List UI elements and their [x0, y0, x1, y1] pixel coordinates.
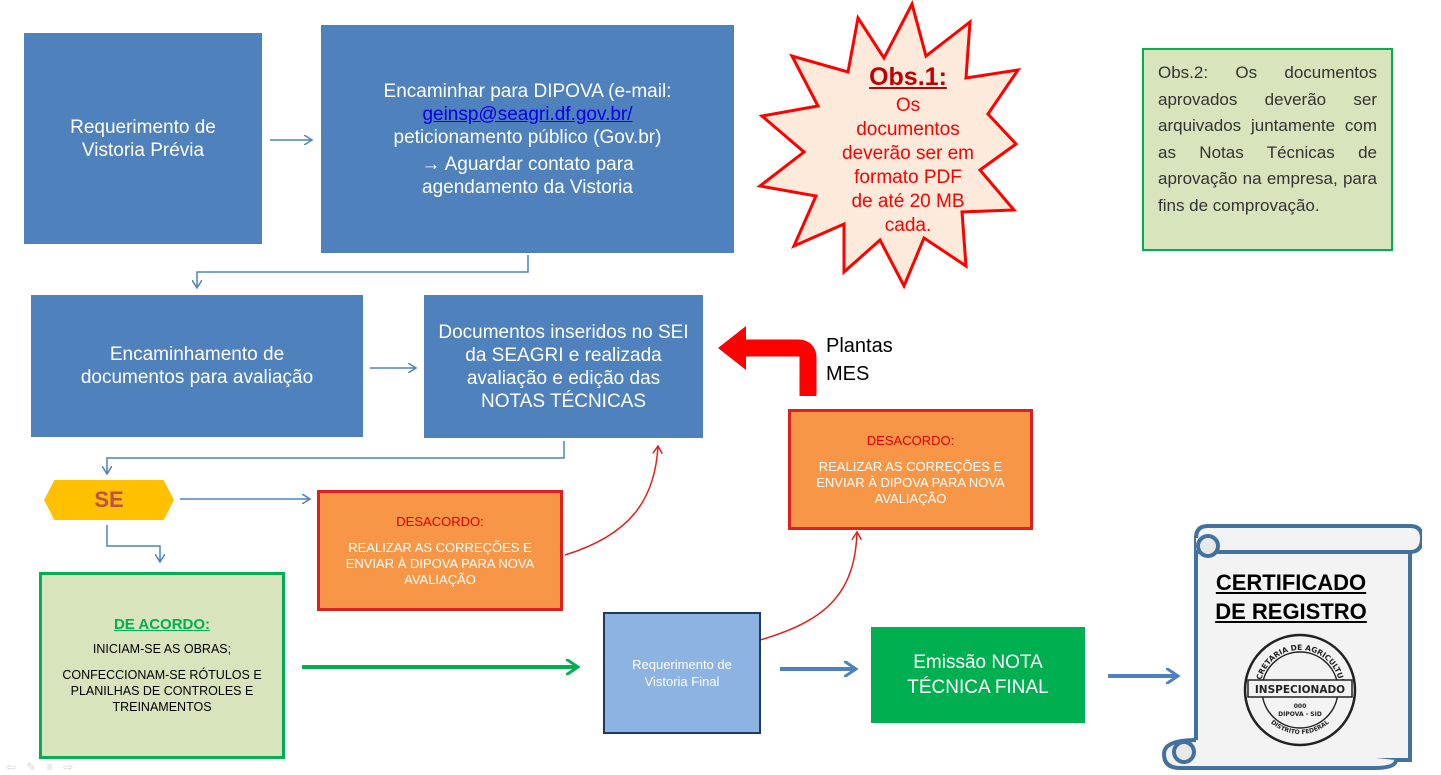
se-decision-hexagon: SE — [44, 480, 174, 520]
certificado-title-line1: CERTIFICADO — [1215, 570, 1367, 595]
box-encaminhar-dipova: Encaminhar para DIPOVA (e-mail: geinsp@s… — [321, 25, 734, 253]
box-desacordo-2: DESACORDO: REALIZAR AS CORREÇÕES E ENVIA… — [788, 409, 1033, 530]
seal-dept-text: DIPOVA - SID — [1278, 711, 1322, 718]
box-requerimento-final: Requerimento de Vistoria Final — [603, 612, 761, 734]
obs2-box: Obs.2: Os documentos aprovados deverão s… — [1142, 48, 1393, 251]
box-emissao-nota-final-text: Emissão NOTA TÉCNICA FINAL — [907, 652, 1049, 698]
desacordo-1-title: DESACORDO: — [396, 513, 484, 529]
label-plantas-mes: Plantas MES — [826, 332, 893, 388]
email-link[interactable]: geinsp@seagri.df.gov.br/ — [422, 103, 633, 125]
desacordo-1-text: REALIZAR AS CORREÇÕES E ENVIAR À DIPOVA … — [345, 539, 535, 587]
arrow-final-to-desacordo2 — [759, 532, 857, 641]
encaminhar-line3: peticionamento público (Gov.br) — [393, 126, 662, 148]
certificado-title-line2: DE REGISTRO — [1215, 599, 1367, 624]
uturn-arrow-head — [718, 326, 746, 370]
de-acordo-title: DE ACORDO: — [113, 616, 211, 633]
box-encaminhamento-documentos-text: Encaminhamento de documentos para avalia… — [80, 344, 314, 388]
menu-icon[interactable]: ≡ — [46, 760, 54, 774]
box-desacordo-1: DESACORDO: REALIZAR AS CORREÇÕES E ENVIA… — [317, 490, 563, 611]
de-acordo-line2: CONFECCIONAM-SE RÓTULOS E PLANILHAS DE C… — [62, 668, 262, 714]
arrow-desacordo-to-sei — [564, 446, 658, 556]
obs1-title: Obs.1: — [869, 63, 947, 91]
encaminhar-line4: → Aguardar contato para agendamento da V… — [421, 153, 634, 198]
slideshow-controls[interactable]: ⇦ ✎ ≡ ⇨ — [6, 760, 73, 774]
desacordo-2-text: REALIZAR AS CORREÇÕES E ENVIAR À DIPOVA … — [816, 458, 1005, 506]
arrow-sei-to-se — [107, 441, 565, 474]
box-emissao-nota-final: Emissão NOTA TÉCNICA FINAL — [871, 627, 1085, 723]
box-requerimento-final-text: Requerimento de Vistoria Final — [632, 657, 732, 689]
box-requerimento-previa-text: Requerimento de Vistoria Prévia — [70, 116, 216, 161]
box-de-acordo: DE ACORDO: INICIAM-SE AS OBRAS; CONFECCI… — [39, 572, 285, 759]
label-mes: MES — [826, 363, 870, 385]
pen-icon[interactable]: ✎ — [26, 760, 37, 774]
certificado-scroll: CERTIFICADO DE REGISTRO SECRETARIA DE AG… — [1160, 524, 1422, 772]
uturn-arrow-icon — [742, 339, 817, 396]
se-label: SE — [94, 487, 124, 512]
obs1-text: Os documentos deverão ser em formato PDF… — [842, 95, 975, 236]
arrow-encaminhar-to-docs — [197, 255, 529, 288]
seal-number-text: 000 — [1294, 703, 1307, 710]
next-slide-icon[interactable]: ⇨ — [63, 760, 74, 774]
box-documentos-sei: Documentos inseridos no SEI da SEAGRI e … — [424, 295, 703, 438]
box-encaminhamento-documentos: Encaminhamento de documentos para avalia… — [31, 295, 363, 437]
desacordo-2-title: DESACORDO: — [866, 432, 955, 448]
label-plantas: Plantas — [826, 335, 893, 357]
inspecionado-seal: SECRETARIA DE AGRICULTURA INSPECIONADO 0… — [1243, 633, 1357, 747]
de-acordo-line1: INICIAM-SE AS OBRAS; — [92, 642, 232, 656]
starburst-shape — [756, 0, 1022, 290]
box-requerimento-previa: Requerimento de Vistoria Prévia — [24, 33, 262, 244]
box-documentos-sei-text: Documentos inseridos no SEI da SEAGRI e … — [438, 321, 689, 412]
seal-center-text: INSPECIONADO — [1255, 684, 1345, 696]
obs1-starburst: Obs.1: Os documentos deverão ser em form… — [752, 0, 1024, 292]
arrow-se-to-de-acordo — [106, 525, 160, 562]
encaminhar-line1: Encaminhar para DIPOVA (e-mail: — [383, 80, 672, 102]
obs2-text: Obs.2: Os documentos aprovados deverão s… — [1158, 63, 1377, 215]
prev-slide-icon[interactable]: ⇦ — [6, 760, 17, 774]
